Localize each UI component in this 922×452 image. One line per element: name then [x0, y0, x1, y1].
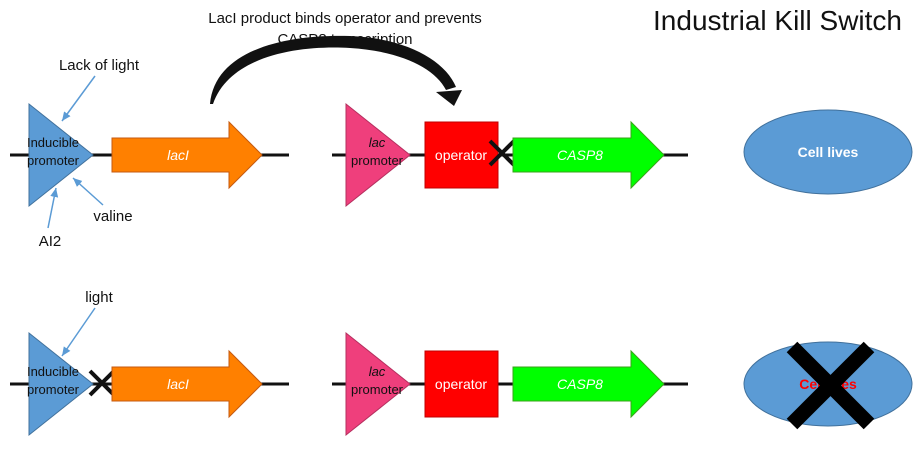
lac-promoter-top: lac promoter: [345, 102, 411, 208]
cell-dies-x-icon: [786, 341, 875, 430]
binding-arrow: [210, 35, 462, 106]
inducible-promoter-bottom: Inducible promoter: [27, 331, 94, 437]
cell-lives: Cell lives: [743, 109, 913, 195]
lack-of-light-arrow: [61, 75, 96, 122]
lac-promoter-label-1: lac: [369, 135, 386, 150]
inducible-promoter-top: Inducible promoter: [27, 102, 94, 208]
inducible-promoter-label-1: Inducible: [27, 135, 79, 150]
laci-gene-bottom: lacI: [111, 349, 263, 419]
valine-label: valine: [93, 208, 132, 225]
operator-top: operator: [424, 121, 499, 189]
light-arrow: [61, 307, 96, 357]
bottom-row: Inducible promoter lacI lac promoter ope…: [10, 289, 913, 437]
ai2-label: AI2: [39, 233, 62, 250]
lack-of-light-label: Lack of light: [59, 57, 140, 74]
light-label: light: [85, 289, 113, 306]
inducible-promoter-label-1: Inducible: [27, 364, 79, 379]
laci-gene-top: lacI: [111, 120, 263, 190]
operator-bottom: operator: [424, 350, 499, 418]
casp8-gene-top: CASP8: [512, 120, 665, 190]
transcription-block-x-icon: [488, 139, 516, 167]
casp8-gene-label: CASP8: [557, 376, 603, 392]
top-row: Inducible promoter lacI lac promoter ope…: [10, 57, 913, 250]
casp8-gene-label: CASP8: [557, 147, 603, 163]
operator-label: operator: [435, 376, 487, 392]
ai2-arrow: [47, 187, 59, 229]
inducible-promoter-label-2: promoter: [27, 153, 80, 168]
casp8-gene-bottom: CASP8: [512, 349, 665, 419]
cell-lives-label: Cell lives: [798, 144, 859, 160]
operator-label: operator: [435, 147, 487, 163]
laci-gene-label: lacI: [167, 376, 189, 392]
promoter-block-x-icon: [88, 369, 116, 397]
inducible-promoter-label-2: promoter: [27, 382, 80, 397]
lac-promoter-label-2: promoter: [351, 153, 404, 168]
caption-line-1: LacI product binds operator and prevents: [208, 10, 482, 27]
lac-promoter-bottom: lac promoter: [345, 331, 411, 437]
lac-promoter-label-1: lac: [369, 364, 386, 379]
laci-gene-label: lacI: [167, 147, 189, 163]
cell-dies: Cell dies: [743, 341, 913, 430]
valine-arrow: [72, 177, 104, 206]
lac-promoter-label-2: promoter: [351, 382, 404, 397]
page-title: Industrial Kill Switch: [653, 5, 902, 36]
